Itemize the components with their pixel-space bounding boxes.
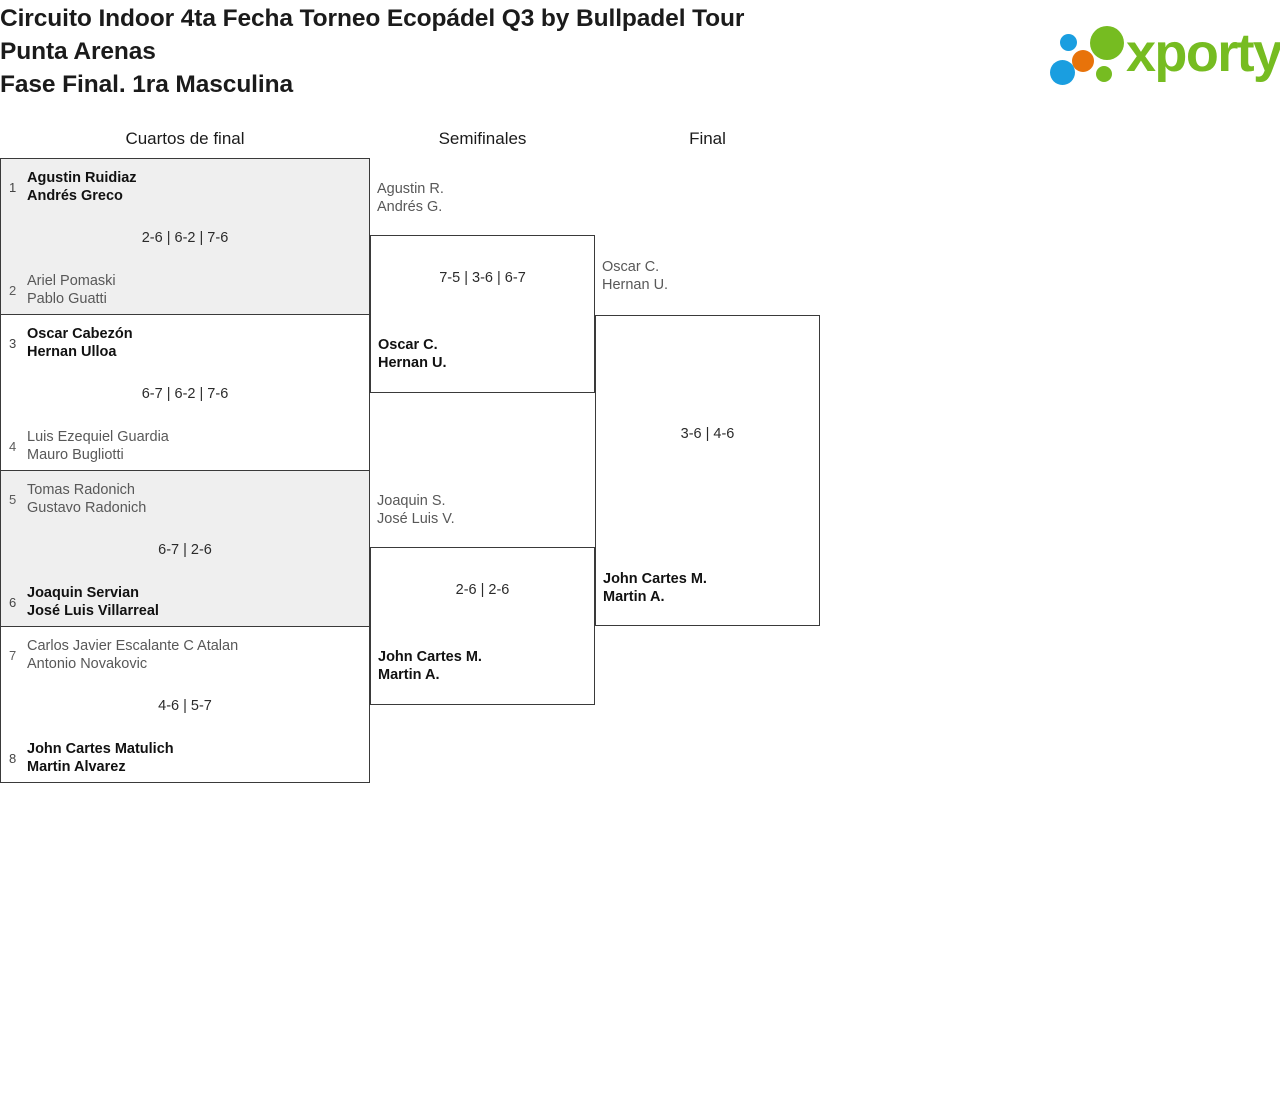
qf2-top-seed: 3 [9,335,17,351]
page-header: Circuito Indoor 4ta Fecha Torneo Ecopáde… [0,0,1280,110]
qf4-team-top: 7 Carlos Javier Escalante C Atalan Anton… [1,635,369,675]
match-box-sf2[interactable]: 2-6 | 2-6 John Cartes M. Martin A. [370,547,595,705]
logo-dot-green-small [1096,66,1112,82]
logo-dot-green-large [1090,26,1124,60]
title-line-2: Punta Arenas [0,38,156,65]
qf3-top-names: Tomas Radonich Gustavo Radonich [27,482,147,516]
qf1-bottom-names: Ariel Pomaski Pablo Guatti [27,273,116,307]
qf2-score: 6-7 | 6-2 | 7-6 [141,386,229,402]
qf4-team-bottom: 8 John Cartes Matulich Martin Alvarez [1,738,369,778]
qf3-top-seed: 5 [9,491,17,507]
xporty-logo[interactable]: xporty [1048,23,1280,88]
qf1-bottom-seed: 2 [9,282,17,298]
sf2-team-top-label: Joaquin S. José Luis V. [377,493,455,527]
logo-dot-orange [1072,50,1094,72]
qf4-bottom-seed: 8 [9,750,17,766]
logo-dot-blue-bottom [1050,60,1075,85]
qf3-bottom-names: Joaquin Servian José Luis Villarreal [27,585,159,619]
qf3-team-bottom: 6 Joaquin Servian José Luis Villarreal [1,582,369,622]
qf1-score: 2-6 | 6-2 | 7-6 [141,230,229,246]
logo-dot-blue-top [1060,34,1077,51]
qf3-score: 6-7 | 2-6 [158,542,212,558]
qf3-team-top: 5 Tomas Radonich Gustavo Radonich [1,479,369,519]
logo-dots-icon [1048,26,1134,88]
qf2-team-bottom: 4 Luis Ezequiel Guardia Mauro Bugliotti [1,426,369,466]
tournament-bracket: Cuartos de final Semifinales Final 1 Agu… [0,118,1280,818]
sf2-team-bottom-label: John Cartes M. Martin A. [378,649,482,683]
match-box-qf3[interactable]: 5 Tomas Radonich Gustavo Radonich 6-7 | … [0,470,370,627]
qf2-bottom-names: Luis Ezequiel Guardia Mauro Bugliotti [27,429,169,463]
sf1-team-top-label: Agustin R. Andrés G. [377,181,444,215]
qf2-top-names: Oscar Cabezón Hernan Ulloa [27,326,133,360]
qf1-team-bottom: 2 Ariel Pomaski Pablo Guatti [1,270,369,310]
sf2-score: 2-6 | 2-6 [455,582,510,598]
round-header-final: Final [689,129,726,148]
qf1-top-seed: 1 [9,179,17,195]
final-score: 3-6 | 4-6 [680,426,735,442]
qf4-top-seed: 7 [9,647,17,663]
final-team-bottom-label: John Cartes M. Martin A. [603,571,707,605]
qf1-team-top: 1 Agustin Ruidiaz Andrés Greco [1,167,369,207]
match-box-final[interactable]: 3-6 | 4-6 John Cartes M. Martin A. [595,315,820,626]
tournament-title: Circuito Indoor 4ta Fecha Torneo Ecopáde… [0,2,900,101]
match-box-sf1[interactable]: 7-5 | 3-6 | 6-7 Oscar C. Hernan U. [370,235,595,393]
qf3-bottom-seed: 6 [9,594,17,610]
qf4-bottom-names: John Cartes Matulich Martin Alvarez [27,741,174,775]
qf1-top-names: Agustin Ruidiaz Andrés Greco [27,170,137,204]
logo-wordmark: xporty [1126,23,1280,83]
round-header-quarterfinals: Cuartos de final [125,129,245,148]
match-box-qf2[interactable]: 3 Oscar Cabezón Hernan Ulloa 6-7 | 6-2 |… [0,314,370,471]
round-header-semifinals: Semifinales [438,129,527,148]
qf4-score: 4-6 | 5-7 [158,698,212,714]
sf1-team-bottom-label: Oscar C. Hernan U. [378,337,447,371]
title-line-3: Fase Final. 1ra Masculina [0,71,293,98]
sf1-score: 7-5 | 3-6 | 6-7 [439,270,526,286]
match-box-qf1[interactable]: 1 Agustin Ruidiaz Andrés Greco 2-6 | 6-2… [0,158,370,315]
qf2-bottom-seed: 4 [9,438,17,454]
qf2-team-top: 3 Oscar Cabezón Hernan Ulloa [1,323,369,363]
title-line-1: Circuito Indoor 4ta Fecha Torneo Ecopáde… [0,5,745,32]
match-box-qf4[interactable]: 7 Carlos Javier Escalante C Atalan Anton… [0,626,370,783]
final-team-top-label: Oscar C. Hernan U. [602,259,669,293]
qf4-top-names: Carlos Javier Escalante C Atalan Antonio… [27,638,239,672]
